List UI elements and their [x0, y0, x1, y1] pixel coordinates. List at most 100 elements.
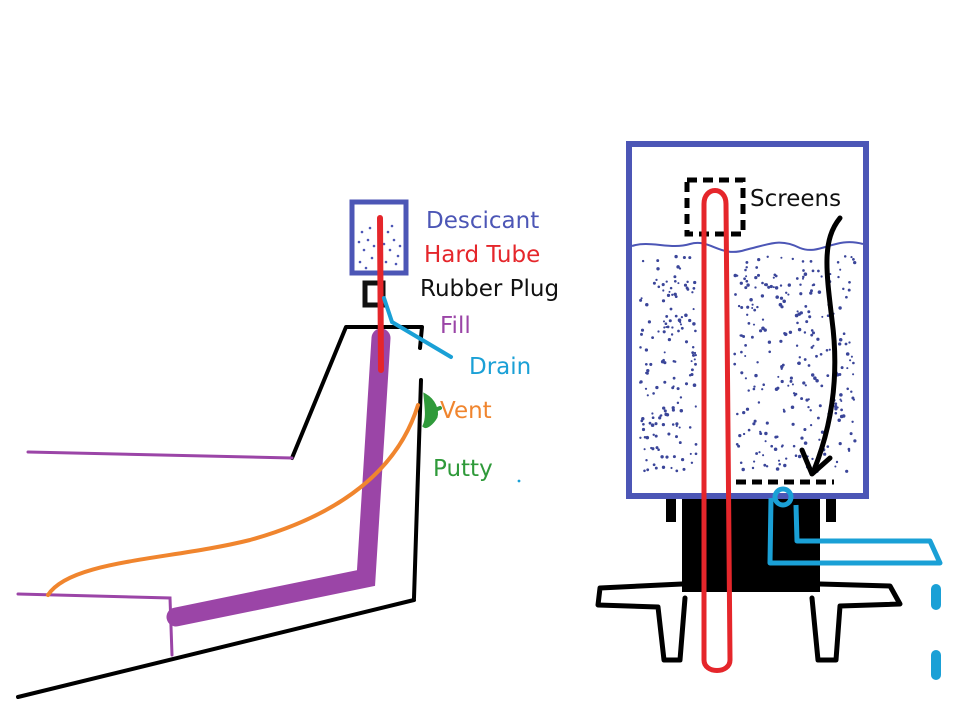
granule-dot — [679, 396, 683, 399]
granule-dot — [744, 286, 748, 290]
granule-dot — [746, 313, 749, 316]
granule-dot — [664, 412, 668, 417]
granule-dot — [853, 260, 857, 265]
granule-dot — [811, 269, 815, 273]
granule-dot — [802, 275, 805, 279]
granule-dot — [802, 381, 806, 385]
granule-dot — [754, 286, 757, 289]
granule-dot — [690, 368, 694, 372]
granule-dot — [676, 265, 680, 269]
granule-dot — [679, 409, 684, 413]
fill-label: Fill — [440, 313, 471, 339]
granule-dot — [790, 405, 795, 409]
granule-dot — [762, 383, 765, 386]
granule-dot — [668, 290, 671, 293]
granule-dot — [646, 394, 649, 397]
granule-dot — [797, 361, 801, 365]
granule-dot — [657, 330, 660, 333]
granule-dot — [688, 256, 692, 260]
granule-dot — [683, 283, 688, 287]
granule-dot — [769, 284, 773, 289]
granule-dot — [676, 387, 680, 391]
granule-dot — [675, 469, 679, 473]
granule-dot — [680, 457, 685, 462]
granule-dot — [796, 310, 799, 313]
granule-dot — [760, 294, 765, 298]
flange-outline — [595, 581, 903, 663]
granule-dot — [740, 334, 743, 337]
granule-dot — [780, 365, 784, 369]
granule-dot — [768, 350, 771, 354]
granule-dot — [805, 398, 809, 402]
granule-dot — [836, 261, 840, 264]
granule-dot — [682, 467, 686, 471]
granule-dot — [678, 441, 682, 445]
granule-dot — [680, 326, 684, 330]
granule-dot — [656, 259, 660, 263]
granule-dot — [694, 362, 697, 366]
lower-fill-line — [16, 592, 174, 657]
granule-dot — [846, 387, 849, 391]
granule-dot — [775, 467, 780, 471]
granule-dot — [663, 326, 666, 329]
granule-dot — [812, 283, 816, 286]
granule-dot — [662, 320, 666, 323]
granule-dot — [654, 422, 658, 426]
granule-dot — [802, 269, 805, 272]
granule-dot — [752, 422, 756, 426]
granule-dot — [811, 331, 816, 335]
granule-dot — [780, 256, 783, 259]
granule-dot — [662, 406, 666, 410]
granule-dot — [756, 305, 759, 309]
hard-tube-loop — [701, 188, 733, 673]
granule-top-line — [631, 241, 864, 253]
granule-dot — [803, 427, 807, 432]
granule-dot — [691, 353, 696, 357]
granule-dot — [757, 257, 761, 262]
granule-dot — [746, 305, 750, 309]
granule-dot — [807, 310, 811, 314]
granule-dot — [849, 432, 853, 436]
granule-dot — [652, 281, 656, 285]
granule-dot — [816, 416, 820, 420]
granule-dot — [692, 308, 695, 311]
granule-dot — [740, 350, 743, 354]
granule-dot — [675, 422, 679, 426]
stray-mark — [517, 479, 521, 483]
granule-dot — [842, 287, 845, 291]
granule-dot — [752, 387, 756, 391]
granule-dot — [785, 457, 788, 460]
granule-dot — [658, 416, 662, 420]
granule-dot — [756, 273, 761, 277]
granule-dot — [652, 463, 656, 467]
granule-dot — [736, 412, 739, 416]
screens-label: Screens — [750, 186, 841, 212]
granule-dot — [764, 440, 767, 443]
granule-dot — [803, 358, 807, 361]
granule-dot — [667, 337, 672, 342]
granule-dot — [804, 304, 808, 308]
granule-dot — [743, 277, 746, 281]
granule-dot — [739, 281, 743, 285]
granule-dot — [794, 392, 798, 396]
granule-dot — [639, 381, 642, 384]
granule-dot — [671, 326, 674, 329]
granule-dot — [663, 409, 667, 413]
granule-dot — [852, 373, 855, 376]
granule-dot — [645, 459, 648, 462]
flow-arrow-head — [799, 447, 833, 477]
granule-dot — [641, 427, 646, 432]
granule-dot — [673, 275, 677, 279]
granule-dot — [850, 390, 853, 393]
granule-dot — [838, 342, 842, 346]
granule-dot — [821, 315, 824, 318]
granule-dot — [778, 462, 781, 466]
granule-dot — [782, 410, 786, 413]
granule-dot — [834, 411, 838, 415]
granule-dot — [755, 266, 759, 269]
granule-dot — [817, 269, 820, 273]
granule-dot — [648, 421, 652, 425]
granule-dot — [641, 417, 645, 421]
granule-dot — [818, 438, 821, 441]
granule-dot — [845, 295, 848, 299]
